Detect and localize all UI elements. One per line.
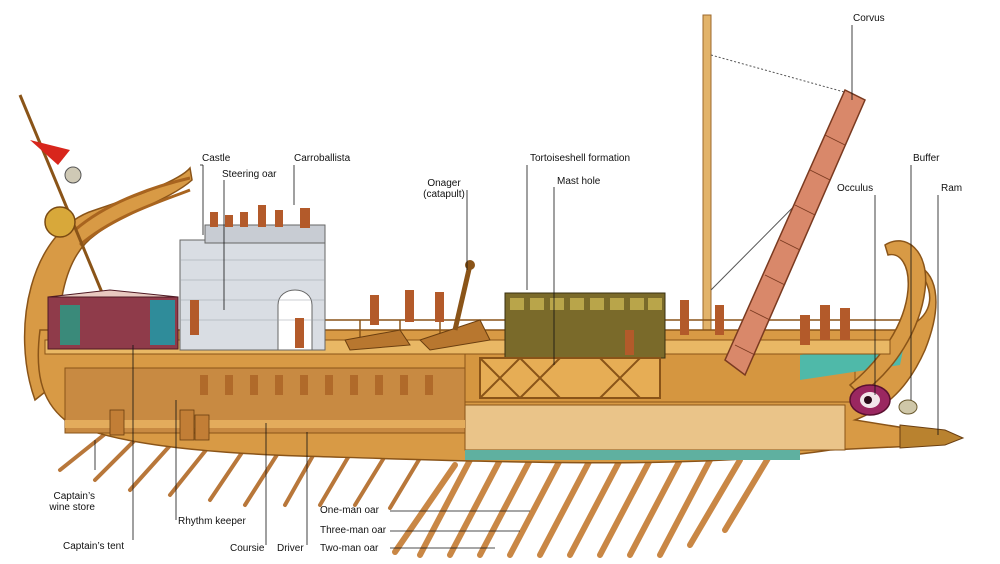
decorative-band [465, 450, 800, 460]
lower-hull-band [464, 404, 846, 451]
label-steering-oar: Steering oar [222, 169, 277, 180]
mast [702, 14, 712, 366]
deck-soldiers [190, 290, 724, 355]
label-rhythm-keeper: Rhythm keeper [178, 516, 246, 527]
onager [419, 260, 491, 351]
label-occulus: Occulus [837, 183, 874, 194]
inner-oars [58, 428, 422, 510]
carroballista [344, 329, 411, 351]
deck-superstructure [479, 357, 661, 399]
label-captains-tent: Captain’s tent [63, 541, 124, 552]
label-two-man-oar: Two-man oar [320, 543, 379, 554]
oar-bank [392, 452, 773, 558]
label-driver: Driver [277, 543, 304, 554]
corvus-ramp [724, 88, 866, 377]
ram [899, 424, 965, 449]
flag [30, 140, 70, 165]
leader-lines [94, 25, 939, 549]
label-mast-hole: Mast hole [557, 176, 601, 187]
label-ram: Ram [941, 183, 963, 194]
label-coursie: Coursie [230, 543, 265, 554]
label-corvus: Corvus [853, 13, 885, 24]
bow-soldiers [800, 305, 850, 345]
shield-ornament [44, 206, 76, 238]
label-onager: Onager (catapult) [423, 178, 465, 200]
label-castle: Castle [202, 153, 231, 164]
label-captains-wine-store: Captain’s wine store [49, 491, 95, 513]
label-buffer: Buffer [913, 153, 940, 164]
coursie-walkway [65, 420, 465, 428]
label-carroballista: Carroballista [294, 153, 351, 164]
barrels [109, 409, 210, 441]
label-one-man-oar: One-man oar [320, 505, 379, 516]
soldiers-on-castle [210, 205, 310, 228]
label-tortoiseshell-formation: Tortoiseshell formation [530, 153, 631, 164]
mast-rope [710, 54, 856, 96]
buffer-head [898, 399, 918, 415]
rowers [200, 375, 433, 395]
label-three-man-oar: Three-man oar [320, 525, 387, 536]
